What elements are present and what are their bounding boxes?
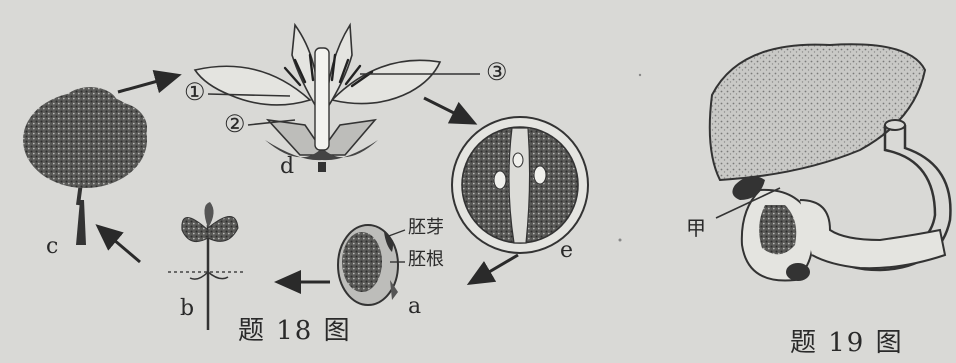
arrow-fruit-to-seed [472, 255, 518, 282]
caption-figure-18: 题 18 图 [238, 318, 352, 344]
label-part-2: ② [224, 112, 246, 136]
label-jia: 甲 [686, 218, 706, 238]
label-radicle: 胚根 [408, 251, 444, 269]
label-d: d [280, 156, 294, 178]
flower-d [195, 25, 480, 172]
tree-c [23, 87, 147, 245]
caption-figure-19: 题 19 图 [790, 330, 904, 356]
seed-a [338, 225, 405, 305]
fruit-e [452, 117, 588, 253]
label-plumule: 胚芽 [408, 219, 444, 237]
label-c: c [46, 236, 58, 258]
arrow-tree-to-flower [118, 76, 176, 92]
label-part-3: ③ [486, 60, 508, 84]
label-e: e [560, 240, 573, 262]
label-a: a [408, 296, 421, 318]
digestive-organs [710, 44, 951, 281]
label-b: b [180, 298, 194, 320]
label-part-1: ① [184, 80, 206, 104]
arrow-seedling-to-tree [100, 228, 140, 262]
arrow-flower-to-fruit [424, 98, 472, 122]
